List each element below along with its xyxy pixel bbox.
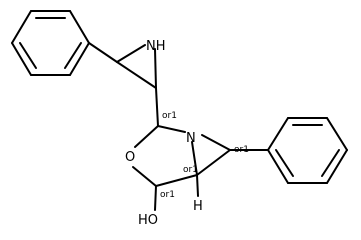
nh-atom-label: NH [146, 39, 166, 54]
right-phenyl-ring [267, 117, 348, 184]
o-atom-label: O [125, 150, 135, 165]
stereo-label-acetal: or1 [162, 111, 177, 121]
n-atom-label: N [186, 131, 196, 146]
bicyclic-core [132, 125, 231, 211]
stereo-label-bridgehead: or1 [183, 165, 198, 175]
top-phenyl-ring [11, 10, 90, 76]
chemical-structure: NH N O HO H or1 or1 or1 or1 [11, 10, 348, 228]
hydrogen-label: H [193, 199, 203, 214]
upper-aziridine-ring [88, 42, 157, 89]
stereo-label-hydroxyl-carbon: or1 [160, 190, 175, 200]
stereo-label-aziridine-right: or1 [234, 145, 249, 155]
phenyl-aziridine-bond [88, 42, 118, 63]
hydroxyl-label: HO [138, 213, 158, 228]
aziridine-acetal-bond [155, 87, 159, 127]
